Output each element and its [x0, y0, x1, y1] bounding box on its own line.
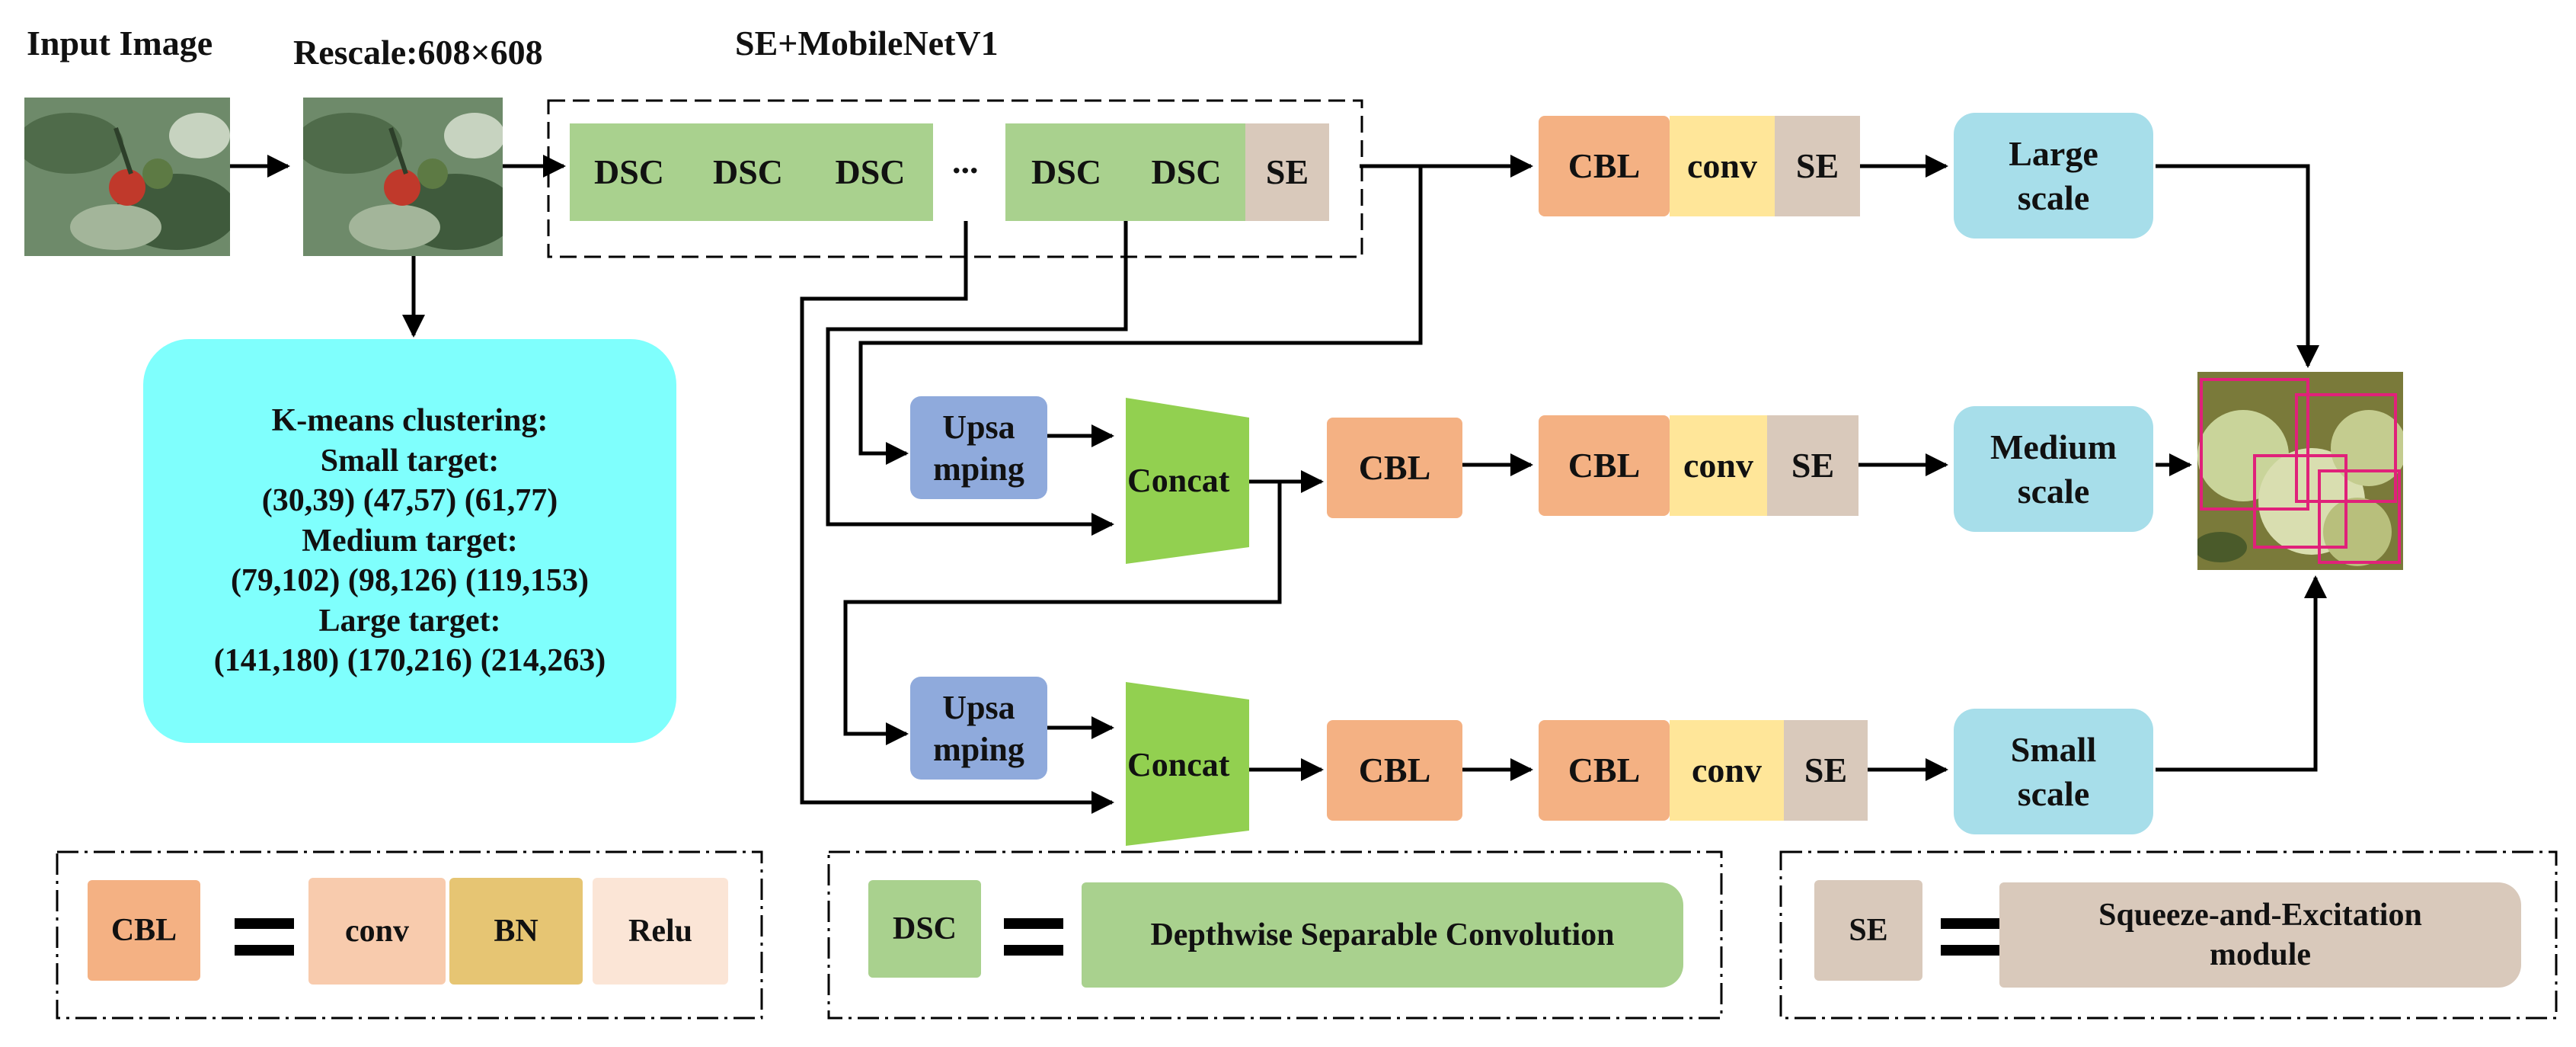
cbl-small-1: CBL: [1327, 720, 1462, 821]
concat-1-label: Concat: [1127, 462, 1230, 499]
kmeans-title: K-means clustering:: [271, 403, 548, 439]
dsc-block-5: DSC: [1127, 123, 1245, 221]
cbl-large: CBL: [1539, 116, 1670, 216]
kmeans-box: K-means clustering: Small target: (30,39…: [143, 339, 676, 743]
backbone-ellipsis: ...: [952, 142, 979, 181]
arrow-ellipsis-to-concat-2: [800, 221, 1114, 814]
arrow-large-scale-to-output: [2156, 164, 2319, 368]
legend-conv: conv: [308, 878, 446, 985]
medium-scale: Medium scale: [1954, 406, 2153, 532]
legend-cbl: CBL: [88, 880, 200, 981]
cbl-small-2: CBL: [1539, 720, 1670, 821]
kmeans-large-label: Large target:: [318, 603, 501, 639]
kmeans-small-label: Small target:: [320, 443, 500, 479]
conv-medium: conv: [1670, 415, 1767, 516]
input-image-label: Input Image: [27, 24, 213, 62]
rescale-label: Rescale:608×608: [293, 33, 543, 72]
kmeans-medium-values: (79,102) (98,126) (119,153): [230, 563, 590, 599]
output-detection-image: [2197, 372, 2403, 570]
arrow-small-scale-to-output: [2156, 575, 2327, 772]
cbl-medium-1: CBL: [1327, 418, 1462, 518]
backbone-frame: [547, 99, 1363, 258]
small-scale: Small scale: [1954, 709, 2153, 834]
legend-cbl-frame: [56, 850, 763, 1020]
se-block-backbone: SE: [1245, 123, 1329, 221]
cbl-medium-2: CBL: [1539, 415, 1670, 516]
concat-2-shape: [1126, 682, 1249, 846]
conv-small: conv: [1670, 720, 1784, 821]
arrow-concat-1-to-upsampling-2: [843, 482, 1282, 745]
concat-2-label: Concat: [1127, 746, 1230, 783]
kmeans-medium-label: Medium target:: [302, 523, 518, 559]
large-scale: Large scale: [1954, 113, 2153, 239]
backbone-label: SE+MobileNetV1: [735, 24, 999, 62]
legend-se-frame: [1779, 850, 2558, 1020]
dsc-block-4: DSC: [1005, 123, 1127, 221]
arrow-backbone-to-upsampling-1: [858, 166, 1423, 465]
se-medium: SE: [1767, 415, 1858, 516]
legend-dsc: DSC: [868, 880, 981, 978]
arrow-dsc-to-concat-1: [826, 221, 1128, 536]
input-image: [24, 98, 230, 256]
legend-dsc-frame: [827, 850, 1723, 1020]
upsampling-2: Upsa mping: [910, 677, 1047, 780]
rescaled-image: [303, 98, 503, 256]
se-small: SE: [1784, 720, 1868, 821]
legend-bn: BN: [449, 878, 583, 985]
dsc-block-1: DSC: [570, 123, 689, 221]
legend-se: SE: [1814, 880, 1922, 981]
conv-large: conv: [1670, 116, 1775, 216]
dsc-block-2: DSC: [689, 123, 807, 221]
legend-se-full: Squeeze-and-Excitation module: [1999, 882, 2521, 988]
kmeans-large-values: (141,180) (170,216) (214,263): [213, 643, 606, 679]
kmeans-small-values: (30,39) (47,57) (61,77): [261, 483, 558, 519]
se-large: SE: [1775, 116, 1860, 216]
concat-1-shape: [1126, 398, 1249, 564]
upsampling-1: Upsa mping: [910, 396, 1047, 499]
dsc-block-3: DSC: [807, 123, 933, 221]
legend-dsc-full: Depthwise Separable Convolution: [1082, 882, 1683, 988]
legend-relu: Relu: [593, 878, 728, 985]
